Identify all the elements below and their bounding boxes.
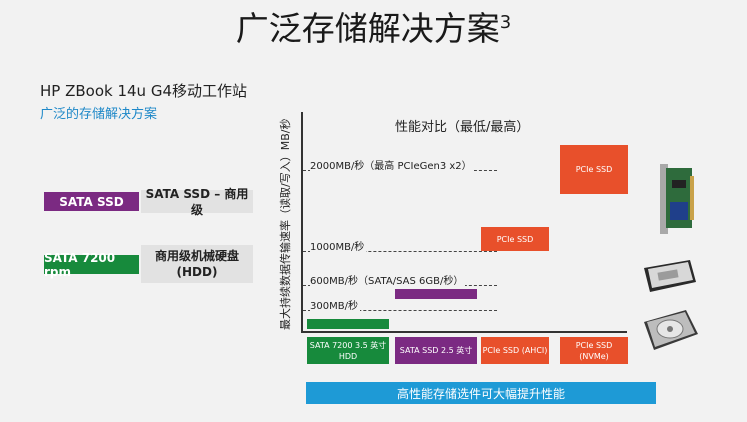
title-footnote: 3 bbox=[499, 12, 512, 33]
legend-tag-sata-ssd-label: SATA SSD bbox=[59, 194, 124, 209]
pcie-card-icon bbox=[660, 164, 694, 234]
legend-desc-hdd: 商用级机械硬盘 (HDD) bbox=[141, 245, 253, 283]
y-axis-line bbox=[301, 112, 303, 333]
ssd-drive-icon bbox=[644, 260, 696, 292]
range-bar bbox=[395, 289, 477, 299]
category-label: PCIe SSD (AHCI) bbox=[481, 337, 549, 364]
product-name: HP ZBook 14u G4移动工作站 bbox=[40, 82, 247, 100]
range-bar bbox=[307, 319, 389, 329]
legend-desc-hdd-label: 商用级机械硬盘 (HDD) bbox=[154, 249, 239, 279]
legend-tag-sata-ssd: SATA SSD bbox=[44, 192, 139, 211]
reference-line-label: 2000MB/秒（最高 PCIeGen3 x2） bbox=[310, 157, 474, 172]
chart-title: 性能对比（最低/最高） bbox=[395, 120, 530, 135]
x-axis-line bbox=[301, 331, 627, 333]
legend-desc-sata-ssd-label: SATA SSD – 商用级 bbox=[145, 186, 249, 217]
reference-line-label: 600MB/秒（SATA/SAS 6GB/秒） bbox=[310, 272, 466, 287]
range-bar-label: PCIe SSD bbox=[496, 234, 534, 244]
page-title: 广泛存储解决方案3 bbox=[0, 2, 747, 50]
range-bar-label: PCIe SSD bbox=[575, 165, 613, 174]
y-axis-label: 最大持续数据传输速率（读取/写入）MB/秒 bbox=[279, 118, 292, 330]
hdd-drive-icon bbox=[644, 310, 698, 350]
range-bar: PCIe SSD bbox=[481, 227, 549, 251]
section-subtitle: 广泛的存储解决方案 bbox=[40, 107, 158, 122]
category-label: SATA 7200 3.5 英寸 HDD bbox=[307, 337, 389, 364]
reference-line-label: 1000MB/秒 bbox=[310, 238, 367, 253]
page-title-text: 广泛存储解决方案 bbox=[235, 9, 500, 48]
category-label: SATA SSD 2.5 英寸 bbox=[395, 337, 477, 364]
category-label: PCIe SSD (NVMe) bbox=[560, 337, 628, 364]
reference-line bbox=[303, 251, 497, 252]
legend-desc-sata-ssd: SATA SSD – 商用级 bbox=[141, 187, 253, 217]
legend-tag-hdd-label: SATA 7200 rpm bbox=[44, 250, 116, 279]
range-bar: PCIe SSD bbox=[560, 145, 628, 194]
reference-line bbox=[303, 310, 497, 311]
reference-line-label: 300MB/秒 bbox=[310, 297, 360, 312]
performance-banner: 高性能存储选件可大幅提升性能 bbox=[306, 382, 656, 404]
legend-tag-hdd: SATA 7200 rpm bbox=[44, 251, 139, 279]
